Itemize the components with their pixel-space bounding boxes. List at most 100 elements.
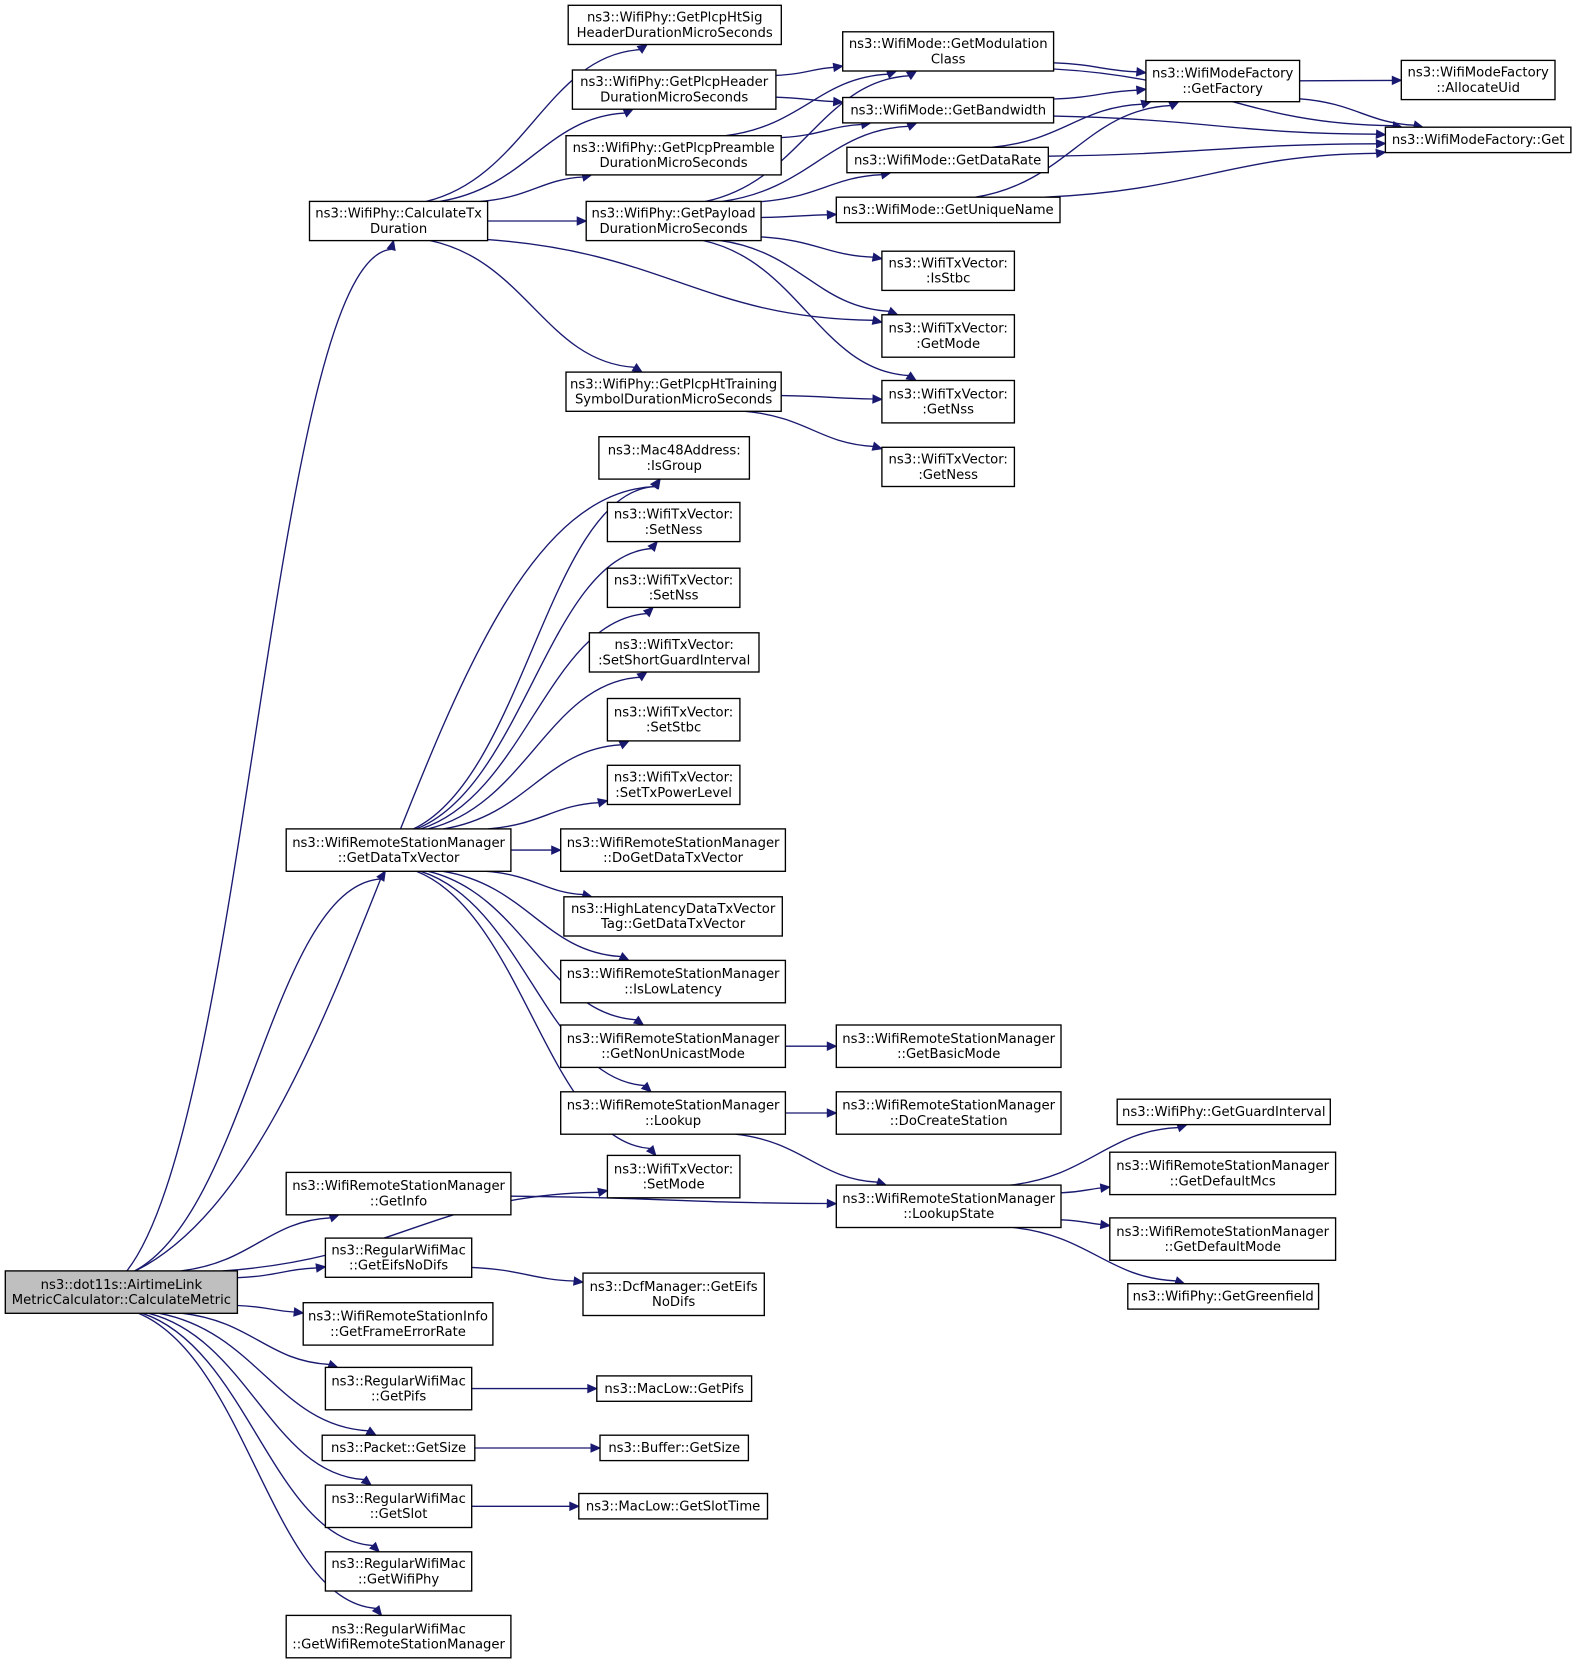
arrowhead-icon [906, 122, 918, 131]
function-node[interactable]: ns3::WifiModeFactory::Get [1384, 126, 1572, 154]
call-edge-n17-n24 [781, 394, 884, 404]
function-node[interactable]: ns3::WifiPhy::GetPlcpHeaderDurationMicro… [571, 69, 777, 110]
edge-line [781, 394, 873, 400]
function-node[interactable]: ns3::WifiTxVector::SetNss [606, 567, 741, 609]
function-node[interactable]: ns3::WifiModeFactory::GetFactory [1145, 59, 1301, 103]
node-label: ns3::WifiPhy::CalculateTx [315, 207, 482, 222]
function-node[interactable]: ns3::WifiRemoteStationManager::LookupSta… [835, 1184, 1062, 1229]
node-label: ::GetFrameErrorRate [330, 1325, 466, 1340]
edge-line [126, 248, 392, 1272]
function-node[interactable]: ns3::WifiMode::GetUniqueName [835, 196, 1061, 224]
function-node[interactable]: ns3::WifiPhy::GetGreenfield [1127, 1283, 1320, 1310]
function-node[interactable]: ns3::WifiMode::GetBandwidth [842, 96, 1055, 124]
node-box [835, 1024, 1062, 1069]
root-function-node[interactable]: ns3::dot11s::AirtimeLinkMetricCalculator… [4, 1270, 239, 1314]
node-label: ns3::DcfManager::GetEifs [590, 1280, 758, 1295]
function-node[interactable]: ns3::WifiRemoteStationManager::GetDefaul… [1109, 1217, 1337, 1261]
call-edge-n0-n1 [126, 239, 396, 1272]
function-node[interactable]: ns3::MacLow::GetSlotTime [578, 1492, 769, 1520]
function-node[interactable]: ns3::WifiRemoteStationManager::DoCreateS… [835, 1091, 1062, 1135]
node-box [881, 379, 1016, 424]
call-nodes: ns3::dot11s::AirtimeLinkMetricCalculator… [4, 4, 1572, 1659]
function-node[interactable]: ns3::WifiRemoteStationInfo::GetFrameErro… [302, 1302, 494, 1346]
arrowhead-icon [618, 951, 630, 961]
edge-line [720, 239, 890, 312]
function-node[interactable]: ns3::WifiTxVector::GetMode [881, 314, 1016, 358]
arrowhead-icon [905, 70, 918, 81]
function-node[interactable]: ns3::WifiRemoteStationManager::GetDataTx… [285, 828, 512, 872]
call-edge-n1-n15 [480, 172, 593, 203]
function-node[interactable]: ns3::WifiPhy::GetGuardInterval [1116, 1098, 1331, 1126]
function-node[interactable]: ns3::WifiModeFactory::AllocateUid [1400, 59, 1556, 101]
node-label: ns3::MacLow::GetSlotTime [586, 1500, 760, 1515]
arrowhead-icon [636, 43, 649, 54]
node-label: ns3::WifiPhy::GetPayload [591, 207, 755, 222]
node-box [846, 146, 1049, 174]
function-node[interactable]: ns3::WifiRemoteStationManager::GetInfo [285, 1171, 512, 1216]
function-node[interactable]: ns3::RegularWifiMac::GetPifs [324, 1366, 473, 1411]
node-box [285, 1614, 512, 1659]
function-node[interactable]: ns3::Mac48Address::IsGroup [598, 436, 751, 480]
node-label: ns3::RegularWifiMac [331, 1374, 466, 1389]
function-node[interactable]: ns3::WifiTxVector::SetTxPowerLevel [606, 764, 741, 806]
arrowhead-icon [1135, 66, 1148, 77]
function-node[interactable]: ns3::WifiTxVector::SetStbc [606, 697, 741, 742]
node-label: ::GetFactory [1182, 82, 1263, 97]
node-box [1400, 59, 1556, 101]
edge-line [237, 1304, 295, 1313]
function-node[interactable]: ns3::MacLow::GetPifs [596, 1375, 753, 1402]
node-label: ns3::WifiPhy::GetGreenfield [1133, 1290, 1314, 1305]
function-node[interactable]: ns3::WifiRemoteStationManager::DoGetData… [560, 828, 787, 872]
edge-line [134, 878, 381, 1272]
function-node[interactable]: ns3::WifiTxVector::SetShortGuardInterval [588, 632, 760, 673]
function-node[interactable]: ns3::WifiTxVector::IsStbc [881, 250, 1016, 292]
function-node[interactable]: ns3::RegularWifiMac::GetWifiPhy [324, 1551, 473, 1592]
function-node[interactable]: ns3::RegularWifiMac::GetSlot [324, 1484, 473, 1529]
edge-line [442, 870, 621, 958]
function-node[interactable]: ns3::WifiTxVector::GetNess [881, 446, 1016, 488]
function-node[interactable]: ns3::WifiTxVector::SetMode [606, 1154, 741, 1199]
call-edge-n16-n21 [761, 210, 838, 220]
node-label: ns3::WifiModeFactory::Get [1392, 133, 1565, 148]
edge-line [237, 1267, 317, 1279]
node-label: ::DoCreateStation [890, 1114, 1008, 1129]
arrowhead-icon [1168, 101, 1180, 111]
function-node[interactable]: ns3::RegularWifiMac::GetWifiRemoteStatio… [285, 1614, 512, 1659]
arrowhead-icon [636, 671, 648, 682]
node-box [842, 31, 1055, 72]
function-node[interactable]: ns3::HighLatencyDataTxVectorTag::GetData… [563, 896, 783, 937]
call-edge-n16-n24 [703, 239, 918, 382]
arrowhead-icon [871, 441, 884, 451]
function-node[interactable]: ns3::DcfManager::GetEifsNoDifs [582, 1272, 765, 1317]
function-node[interactable]: ns3::WifiRemoteStationManager::Lookup [560, 1091, 787, 1135]
function-node[interactable]: ns3::WifiTxVector::SetNess [606, 501, 741, 543]
node-label: ns3::WifiRemoteStationManager [292, 836, 505, 851]
node-box [598, 436, 751, 480]
node-box [324, 1366, 473, 1411]
node-box [1384, 126, 1572, 154]
call-edge-n21-n28 [1044, 148, 1387, 198]
node-label: ns3::RegularWifiMac [331, 1622, 466, 1637]
function-node[interactable]: ns3::WifiMode::GetDataRate [846, 146, 1049, 174]
arrowhead-icon [293, 1307, 305, 1317]
function-node[interactable]: ns3::WifiPhy::GetPlcpHtTrainingSymbolDur… [565, 371, 782, 412]
function-node[interactable]: ns3::Buffer::GetSize [599, 1434, 750, 1462]
function-node[interactable]: ns3::WifiRemoteStationManager::IsLowLate… [560, 959, 787, 1004]
function-node[interactable]: ns3::WifiPhy::GetPlcpPreambleDurationMic… [565, 135, 782, 176]
node-label: ns3::WifiMode::GetModulation [849, 37, 1048, 52]
function-node[interactable]: ns3::WifiRemoteStationManager::GetBasicM… [835, 1024, 1062, 1069]
node-box [324, 1484, 473, 1529]
function-node[interactable]: ns3::RegularWifiMac::GetEifsNoDifs [324, 1237, 473, 1278]
node-label: ns3::WifiMode::GetBandwidth [850, 104, 1046, 119]
function-node[interactable]: ns3::Packet::GetSize [321, 1434, 476, 1462]
function-node[interactable]: ns3::WifiRemoteStationManager::GetDefaul… [1109, 1151, 1337, 1196]
function-node[interactable]: ns3::WifiTxVector::GetNss [881, 379, 1016, 424]
function-node[interactable]: ns3::WifiPhy::GetPlcpHtSigHeaderDuration… [567, 4, 782, 46]
node-box [560, 1091, 787, 1135]
function-node[interactable]: ns3::WifiPhy::GetPayloadDurationMicroSec… [585, 200, 762, 242]
edge-line [761, 214, 828, 219]
function-node[interactable]: ns3::WifiRemoteStationManager::GetNonUni… [560, 1024, 787, 1069]
edge-line [722, 125, 909, 203]
